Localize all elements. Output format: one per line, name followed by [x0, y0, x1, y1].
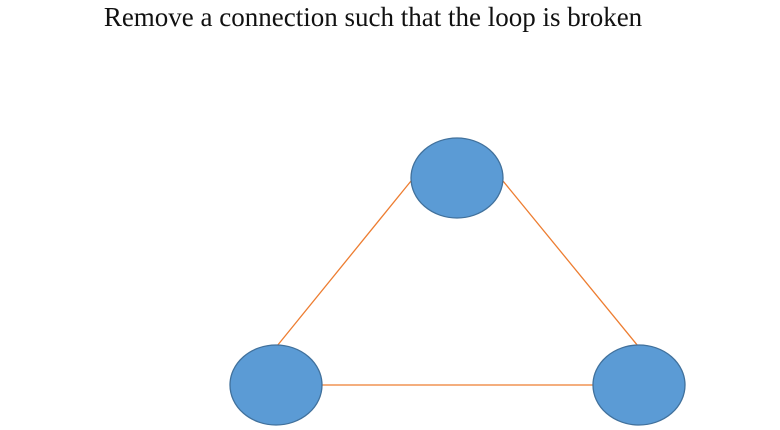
node-bottom-left[interactable] [229, 344, 323, 426]
edge-top-left[interactable] [276, 180, 412, 347]
node-top[interactable] [410, 137, 504, 219]
node-bottom-right[interactable] [592, 344, 686, 426]
edge-top-right[interactable] [502, 180, 639, 347]
diagram-title: Remove a connection such that the loop i… [103, 2, 643, 32]
